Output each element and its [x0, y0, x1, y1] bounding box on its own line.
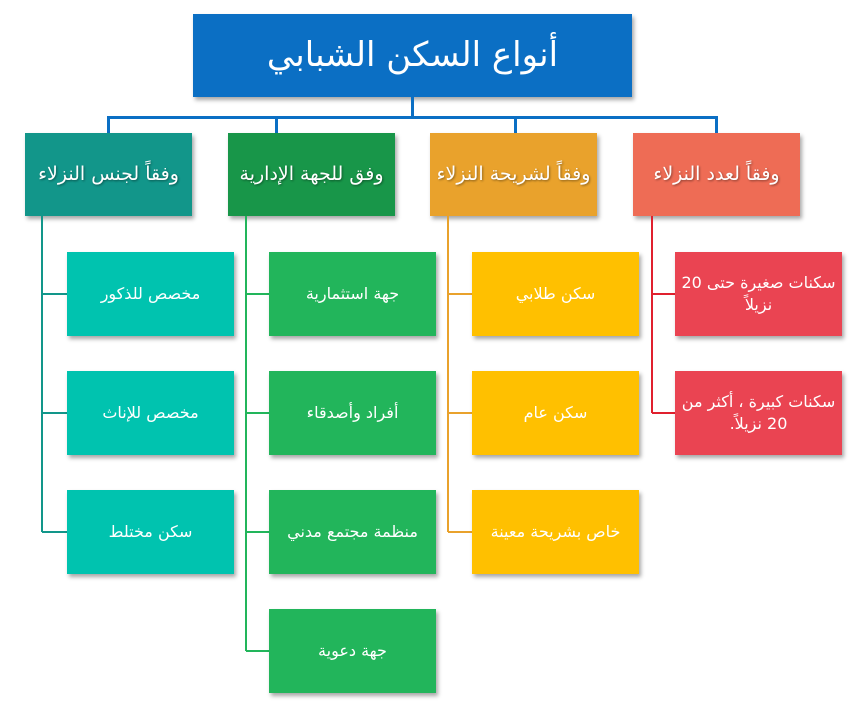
category-header: وفقاً لشريحة النزلاء	[430, 133, 597, 216]
item-branch-line	[448, 412, 472, 414]
connector-title-stem	[411, 97, 414, 117]
category-item: خاص بشريحة معينة	[472, 490, 639, 574]
category-item: سكنات صغيرة حتى 20 نزيلاً	[675, 252, 842, 336]
item-branch-line	[448, 531, 472, 533]
category-item: سكن طلابي	[472, 252, 639, 336]
category-item: جهة استثمارية	[269, 252, 436, 336]
category-item: سكن عام	[472, 371, 639, 455]
category-header: وفقاً لعدد النزلاء	[633, 133, 800, 216]
connector-drop	[715, 116, 718, 133]
connector-horizontal	[107, 116, 718, 119]
item-branch-line	[652, 293, 675, 295]
item-branch-line	[42, 531, 67, 533]
item-branch-line	[448, 293, 472, 295]
category-item: سكنات كبيرة ، أكثر من 20 نزيلاً.	[675, 371, 842, 455]
item-branch-line	[246, 650, 269, 652]
category-stem-line	[41, 216, 43, 532]
category-item: مخصص للإناث	[67, 371, 234, 455]
category-item: مخصص للذكور	[67, 252, 234, 336]
category-item: سكن مختلط	[67, 490, 234, 574]
item-branch-line	[246, 293, 269, 295]
diagram-title: أنواع السكن الشبابي	[193, 14, 632, 97]
connector-drop	[514, 116, 517, 133]
category-item: جهة دعوية	[269, 609, 436, 693]
item-branch-line	[246, 412, 269, 414]
category-header: وفق للجهة الإدارية	[228, 133, 395, 216]
category-item: منظمة مجتمع مدني	[269, 490, 436, 574]
category-stem-line	[447, 216, 449, 532]
item-branch-line	[246, 531, 269, 533]
item-branch-line	[42, 412, 67, 414]
category-stem-line	[245, 216, 247, 651]
connector-drop	[275, 116, 278, 133]
item-branch-line	[652, 412, 675, 414]
item-branch-line	[42, 293, 67, 295]
category-header: وفقاً لجنس النزلاء	[25, 133, 192, 216]
category-item: أفراد وأصدقاء	[269, 371, 436, 455]
category-stem-line	[651, 216, 653, 413]
connector-drop	[107, 116, 110, 133]
